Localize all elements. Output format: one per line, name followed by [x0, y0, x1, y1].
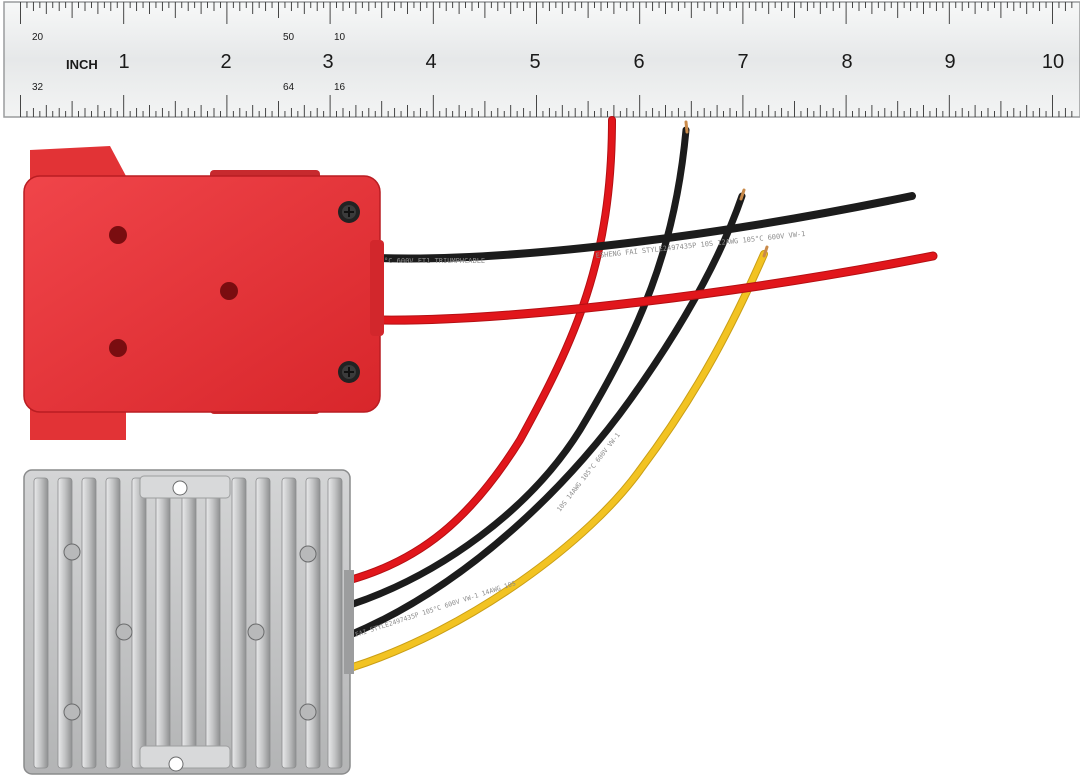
converter-screw [63, 703, 81, 721]
adapter-hole [109, 339, 127, 357]
ruler-small-10: 10 [334, 32, 346, 43]
converter-screw [299, 703, 317, 721]
ruler-number-9: 9 [944, 51, 955, 73]
heatsink-fin [255, 477, 271, 769]
ruler-small-16: 16 [334, 82, 346, 93]
converter-screw [115, 623, 133, 641]
black-wire-long-a [346, 126, 690, 609]
adapter-cable-boot [370, 240, 384, 336]
ruler-number-7: 7 [737, 51, 748, 73]
adapter-red-wire [374, 252, 937, 324]
heatsink-fin [281, 477, 297, 769]
ruler-small-50: 50 [283, 32, 295, 43]
wire-print-black-near: °C 600V FT1 TRIUMPHCABLE [384, 257, 485, 265]
black-wire-long-b [346, 192, 746, 639]
wire-tip [684, 120, 689, 134]
heatsink-fin [81, 477, 97, 769]
ruler: INCH 1 2 3 4 5 6 7 8 9 10 20 50 10 32 64… [3, 1, 1080, 118]
ruler-number-10: 10 [1042, 51, 1064, 73]
ruler-number-1: 1 [118, 51, 129, 73]
ruler-number-3: 3 [322, 51, 333, 73]
ruler-ticks-bottom [20, 95, 1073, 117]
adapter-black-wire [374, 192, 916, 263]
adapter-hole [220, 282, 238, 300]
mount-hole [172, 480, 188, 496]
converter-screw [247, 623, 265, 641]
yellow-wire [347, 251, 767, 671]
heatsink-fin [33, 477, 49, 769]
heatsink-fin [155, 477, 171, 769]
adapter-body [24, 176, 380, 412]
mount-hole [168, 756, 184, 772]
screw-icon [338, 201, 360, 223]
converter-bottom-mount [139, 745, 231, 769]
adapter-hole [109, 226, 127, 244]
heatsink-fin [305, 477, 321, 769]
wire-bundle [346, 116, 938, 672]
converter-screw [299, 545, 317, 563]
converter-screw [63, 543, 81, 561]
heatsink-fin [105, 477, 121, 769]
wire-tip [739, 188, 746, 201]
red-wire-long [347, 117, 615, 583]
ruler-number-5: 5 [529, 51, 540, 73]
heatsink-fin [57, 477, 73, 769]
dc-dc-converter-icon [23, 469, 354, 775]
heatsink-fin [181, 477, 197, 769]
ruler-small-32: 32 [32, 82, 44, 93]
heatsink-fin [327, 477, 343, 769]
ruler-small-20: 20 [32, 32, 44, 43]
ruler-number-2: 2 [220, 51, 231, 73]
battery-adapter-icon [23, 146, 384, 440]
wire-tip [762, 245, 769, 258]
ruler-number-8: 8 [841, 51, 852, 73]
screw-icon [338, 361, 360, 383]
heatsink-fin [131, 477, 147, 769]
red-wire-long-shadow [346, 116, 616, 584]
ruler-small-64: 64 [283, 82, 295, 93]
heatsink-fin [231, 477, 247, 769]
ruler-number-6: 6 [633, 51, 644, 73]
converter-wire-gland [344, 570, 354, 674]
ruler-unit-label: INCH [66, 57, 98, 72]
ruler-ticks-top [20, 2, 1073, 24]
ruler-number-4: 4 [425, 51, 436, 73]
heatsink-fin [205, 477, 221, 769]
ruler-body [3, 1, 1080, 118]
